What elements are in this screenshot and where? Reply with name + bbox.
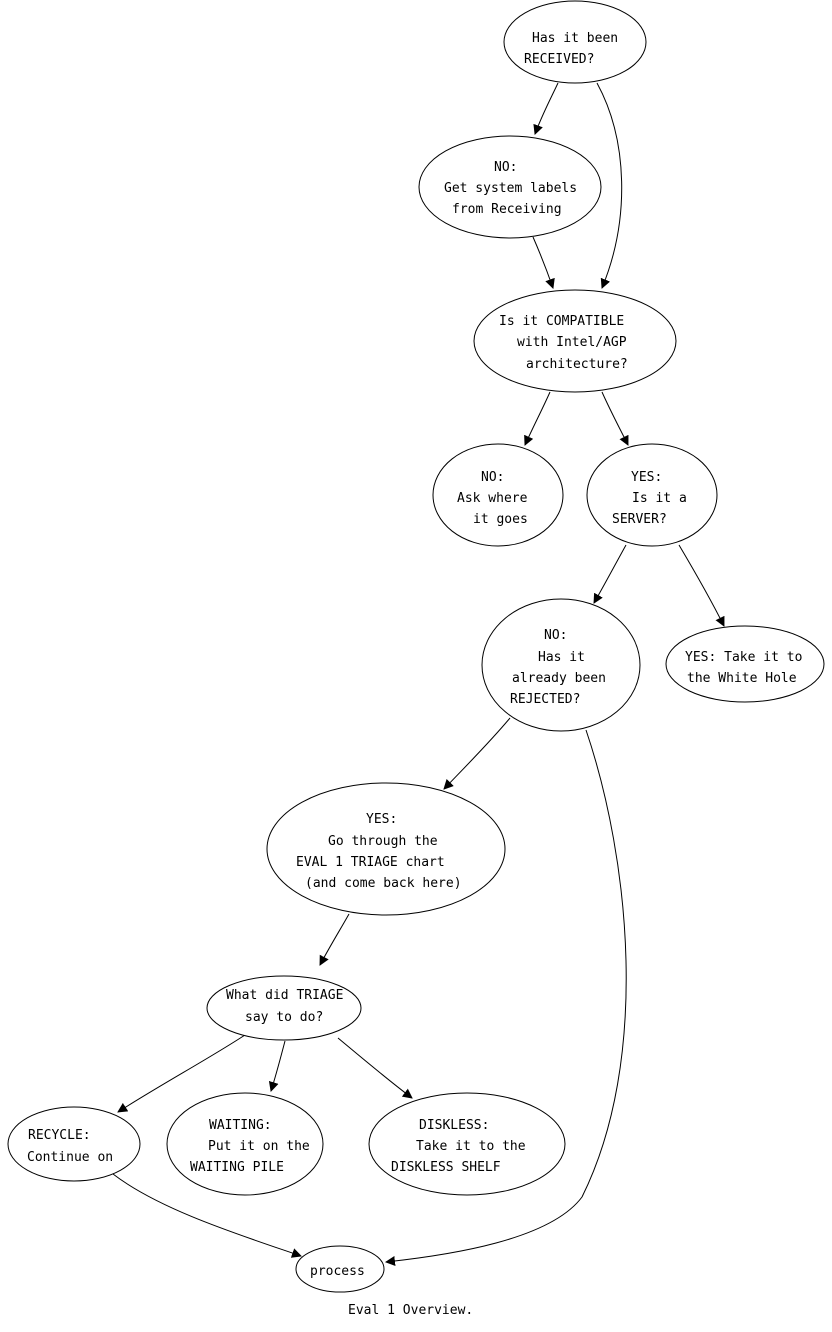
node-label-line: RECYCLE: xyxy=(28,1128,91,1143)
node-label-line: already been xyxy=(512,671,606,686)
node-label-line: Ask where xyxy=(457,491,528,506)
node-label-line: NO: xyxy=(544,628,567,643)
edge-compatible-to-ask-where xyxy=(524,391,551,446)
node-label-line: it goes xyxy=(473,512,528,527)
edge-triage-to-diskless xyxy=(337,1037,413,1099)
node-label-line: Has it been xyxy=(532,31,618,46)
node-label-line: RECEIVED? xyxy=(524,52,594,67)
node-label-line: What did TRIAGE xyxy=(226,988,343,1003)
node-ellipse xyxy=(432,443,564,547)
edge-server-to-white-hole xyxy=(678,544,725,627)
node-label-line: Has it xyxy=(538,650,585,665)
node-label-line: architecture? xyxy=(526,357,628,372)
edge-rejected-to-process xyxy=(385,729,627,1266)
node-recycle: RECYCLE: Continue on xyxy=(7,1106,141,1182)
node-label-line: NO: xyxy=(481,470,504,485)
node-triage-say: What did TRIAGE say to do? xyxy=(206,975,362,1041)
edge-triage-to-recycle xyxy=(117,1034,246,1113)
node-ellipse xyxy=(665,625,825,703)
edge-compatible-to-server xyxy=(601,391,629,446)
diagram-caption: Eval 1 Overview. xyxy=(348,1303,473,1318)
node-ask-where: NO: Ask where it goes xyxy=(432,443,564,547)
node-label-line: DISKLESS SHELF xyxy=(391,1160,501,1175)
node-label-line: (and come back here) xyxy=(305,876,462,891)
node-ellipse xyxy=(481,598,641,732)
node-label-line: with Intel/AGP xyxy=(517,335,627,350)
node-ellipse xyxy=(295,1245,385,1293)
edge-received-to-get-labels xyxy=(533,82,559,135)
node-ellipse xyxy=(206,975,362,1041)
node-label-line: Put it on the xyxy=(208,1139,310,1154)
edge-triage-to-waiting xyxy=(268,1040,286,1092)
node-label-line: DISKLESS: xyxy=(419,1118,489,1133)
node-label-line: REJECTED? xyxy=(510,692,580,707)
node-get-labels: NO: Get system labels from Receiving xyxy=(418,135,602,239)
node-label-line: Take it to the xyxy=(416,1139,526,1154)
node-ellipse xyxy=(503,0,647,84)
node-white-hole: YES: Take it to the White Hole xyxy=(665,625,825,703)
node-label-line: YES: xyxy=(631,470,662,485)
node-ellipse xyxy=(166,1092,324,1196)
edge-server-to-rejected xyxy=(593,544,627,604)
node-label-line: YES: Take it to xyxy=(685,650,802,665)
node-label-line: NO: xyxy=(494,160,517,175)
node-ellipse xyxy=(7,1106,141,1182)
node-label-line: the White Hole xyxy=(687,671,797,686)
node-label-line: Go through the xyxy=(328,834,438,849)
node-label-line: WAITING: xyxy=(209,1118,272,1133)
node-label-line: Get system labels xyxy=(444,181,577,196)
node-label-line: Continue on xyxy=(27,1150,113,1165)
node-server: YES: Is it a SERVER? xyxy=(586,443,718,547)
edge-received-to-compatible xyxy=(596,82,623,289)
node-label-line: SERVER? xyxy=(612,512,667,527)
node-label-line: YES: xyxy=(366,812,397,827)
node-ellipse xyxy=(473,289,677,393)
edge-eval-triage-to-triage-say xyxy=(319,913,350,966)
node-label-line: from Receiving xyxy=(452,202,562,217)
node-compatible: Is it COMPATIBLE with Intel/AGP architectu… xyxy=(473,289,677,393)
edge-rejected-to-eval-triage xyxy=(443,717,511,790)
node-process: process xyxy=(295,1245,385,1293)
node-label-line: Is it COMPATIBLE xyxy=(499,314,624,329)
edge-recycle-to-process xyxy=(112,1173,302,1258)
edge-get-labels-to-compatible xyxy=(532,236,555,289)
node-ellipse xyxy=(266,782,506,916)
node-label-line: Is it a xyxy=(632,491,687,506)
node-label-line: WAITING PILE xyxy=(190,1160,284,1175)
node-label-line: EVAL 1 TRIAGE chart xyxy=(296,855,445,870)
node-ellipse xyxy=(586,443,718,547)
node-label-line: say to do? xyxy=(245,1010,323,1025)
node-label-line: process xyxy=(310,1264,365,1279)
node-ellipse xyxy=(368,1092,566,1196)
node-ellipse xyxy=(418,135,602,239)
